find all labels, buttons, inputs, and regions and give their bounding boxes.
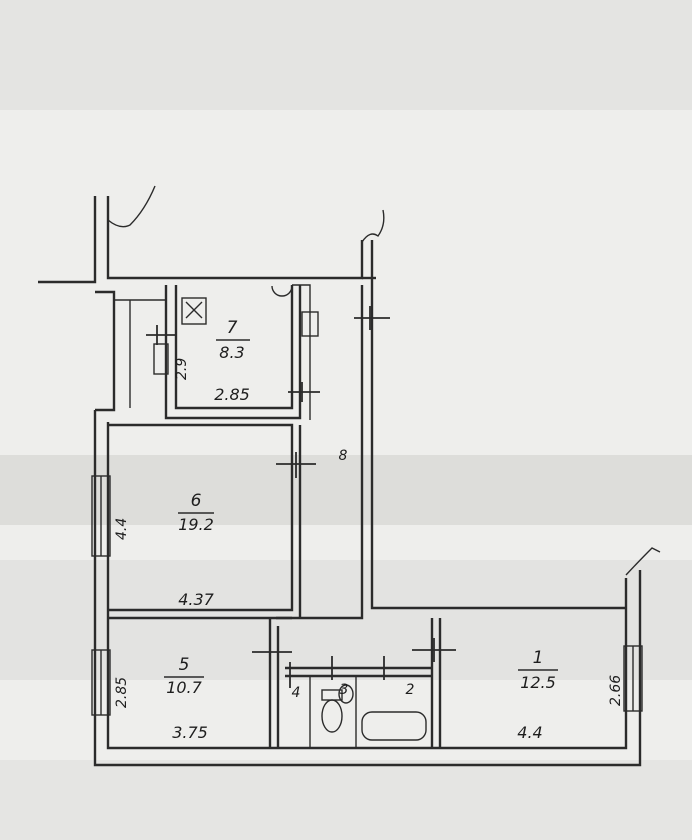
corridor-number: 8: [339, 448, 348, 464]
room-6-area: 19.2: [178, 515, 214, 534]
room-1-depth: 2.66: [608, 675, 624, 706]
sink-icon: [338, 684, 354, 704]
bath-number: 2: [406, 682, 415, 698]
room-6-number: 6: [191, 491, 202, 511]
wall-breaks: [107, 185, 661, 576]
wc-number: 4: [292, 685, 301, 701]
door-marks: [146, 306, 456, 688]
bathtub-icon: [361, 711, 427, 741]
vent-shaft-icon: [181, 297, 207, 325]
room-1-width: 4.4: [517, 723, 542, 742]
interior-walls: [108, 284, 442, 748]
room-7-width: 2.85: [214, 385, 250, 404]
sink-number: 3: [340, 682, 349, 698]
room-6-depth: 4.4: [114, 518, 130, 540]
room-1-number: 1: [533, 648, 544, 668]
room-7-area: 8.3: [219, 343, 244, 362]
room-5-width: 3.75: [172, 723, 208, 742]
room-7-depth: 2.9: [174, 358, 190, 380]
windows: [91, 343, 643, 716]
room-5-area: 10.7: [166, 678, 202, 697]
room-5-depth: 2.85: [114, 677, 130, 708]
room-6-width: 4.37: [178, 590, 214, 609]
outer-walls: [38, 196, 642, 767]
room-5-number: 5: [179, 655, 190, 675]
stove-icon: [301, 311, 319, 337]
room-labels: 7 8.3 2.85 2.9 8 6 19.2 4.37 4.4 5 10.7 …: [114, 318, 624, 742]
room-1-area: 12.5: [520, 673, 556, 692]
fixtures: [181, 285, 427, 741]
room-7-number: 7: [227, 318, 238, 338]
